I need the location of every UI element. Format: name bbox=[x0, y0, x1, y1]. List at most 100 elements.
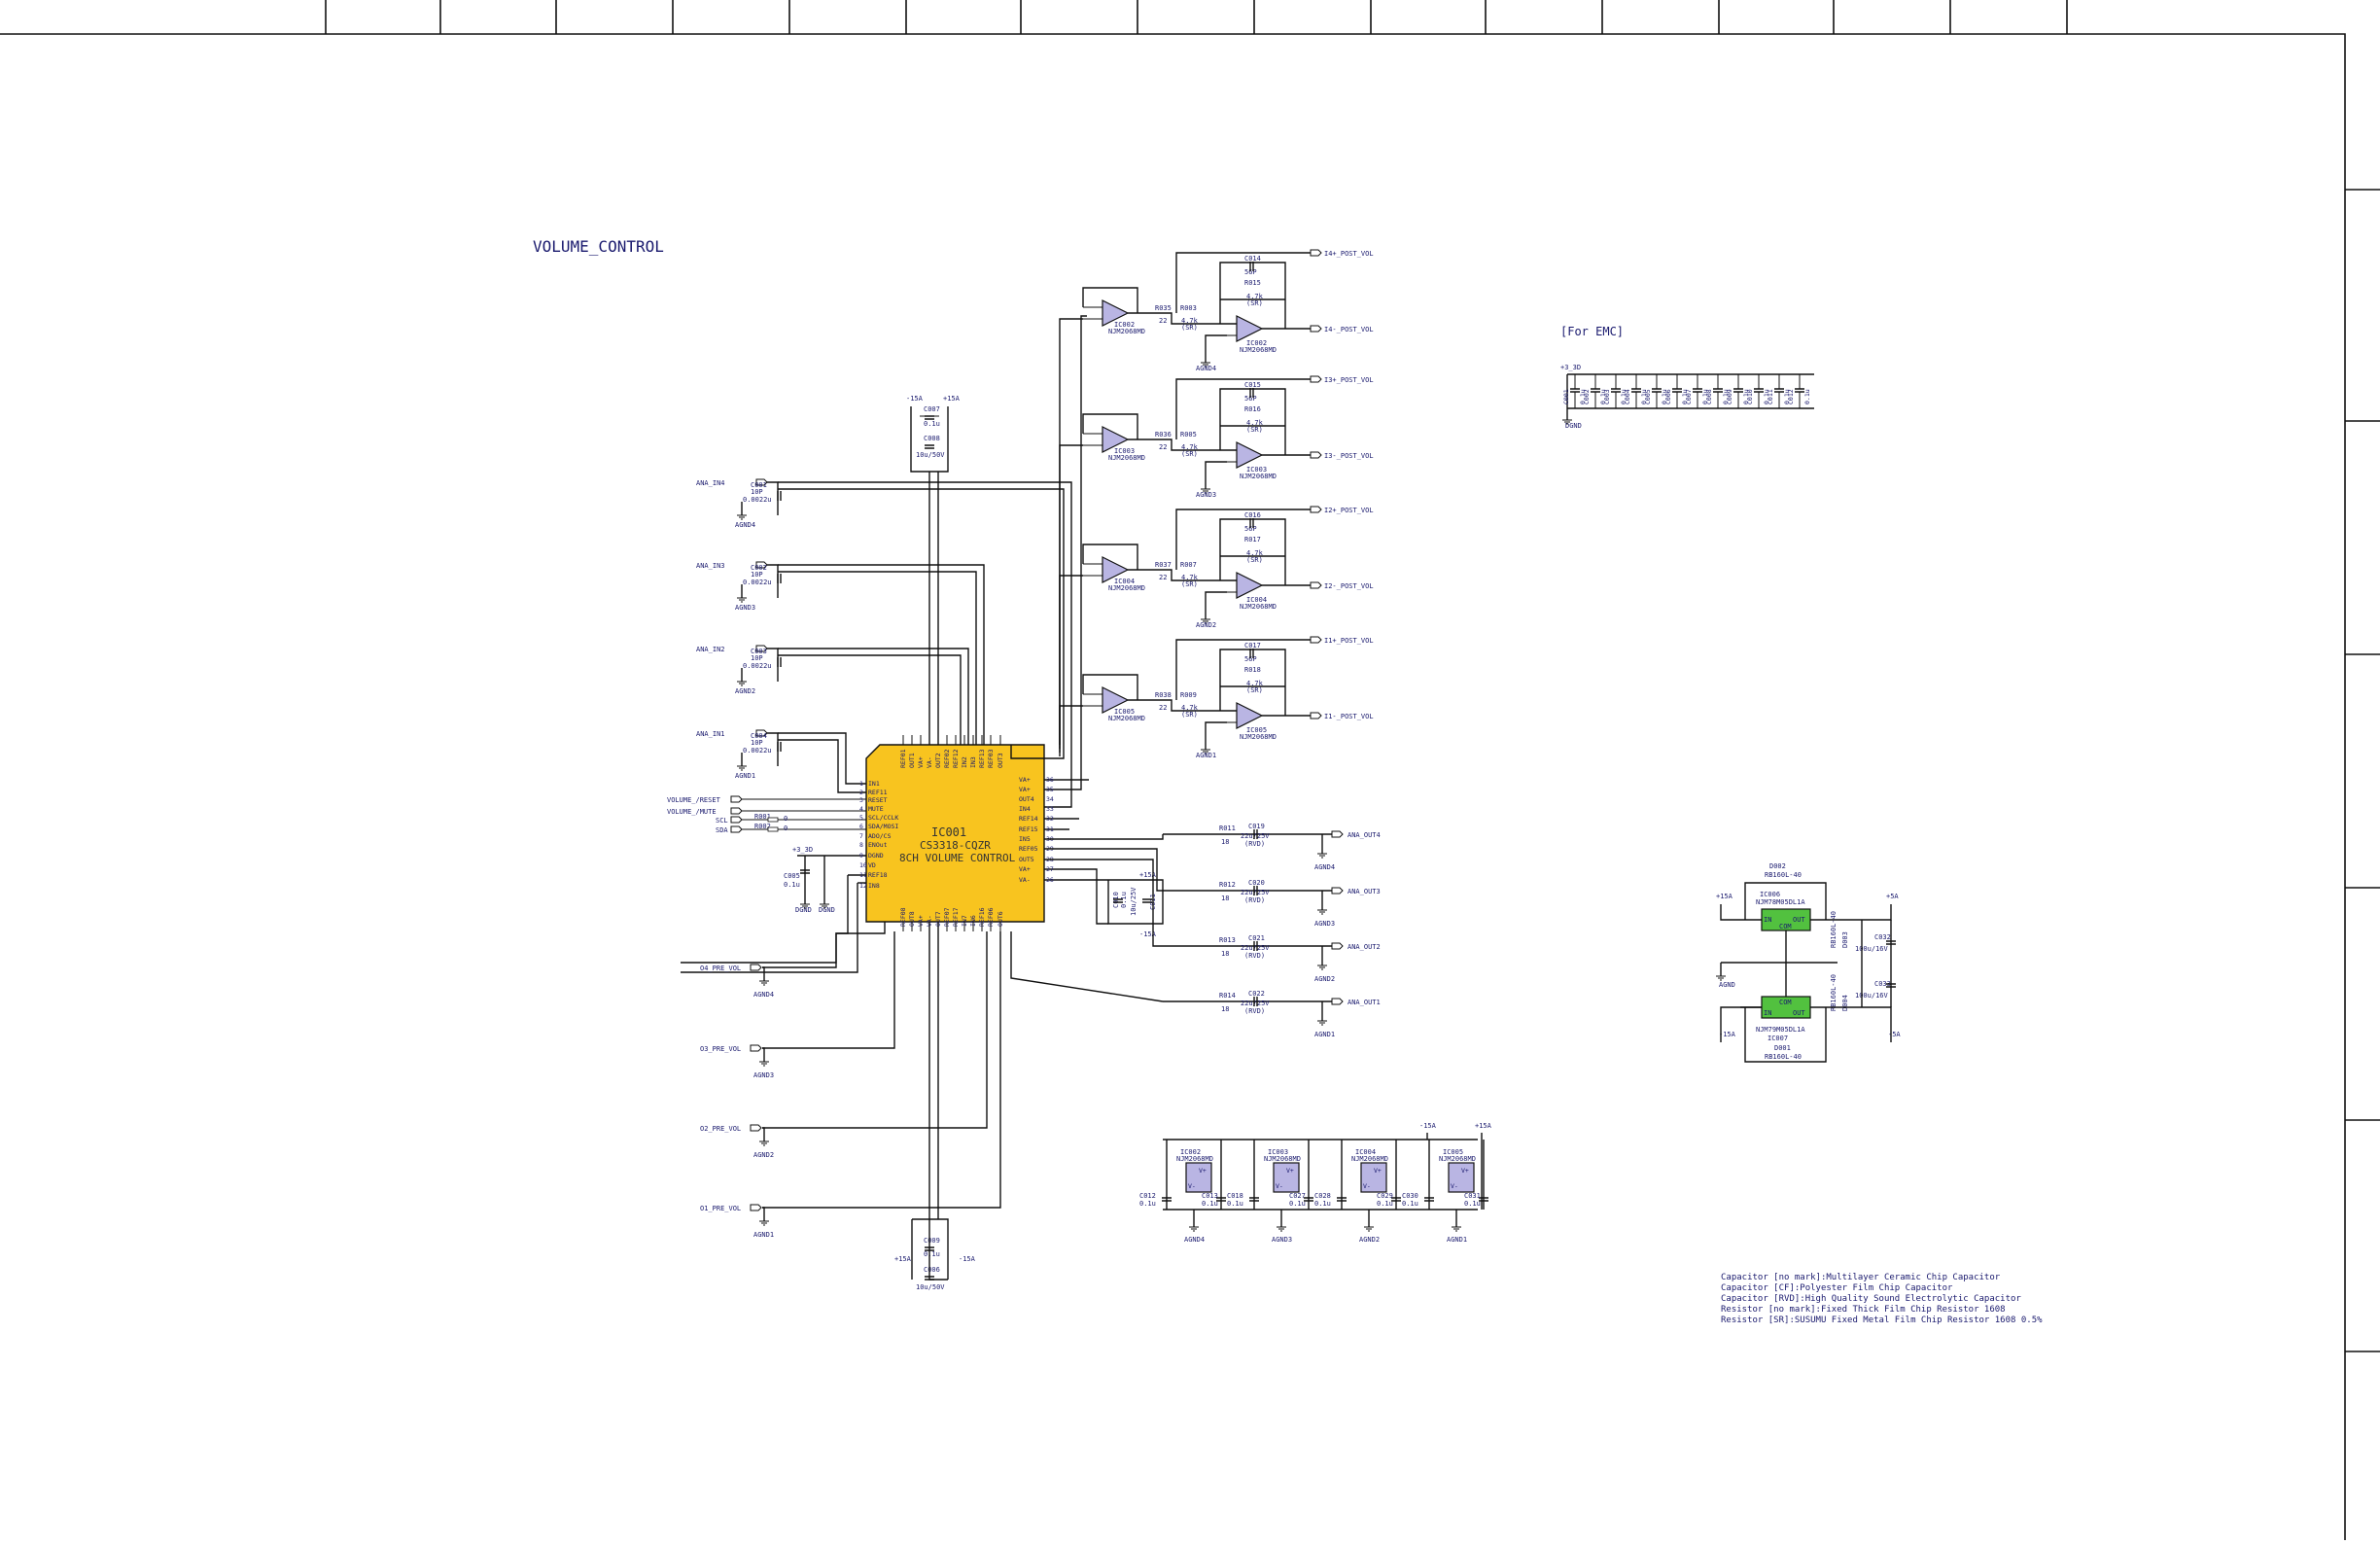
ic007-out: OUT bbox=[1793, 1009, 1805, 1017]
dec-cap-b-val: 0.1u bbox=[1202, 1200, 1218, 1208]
capacitor-symbol bbox=[1249, 518, 1254, 528]
decoupled-opamp[interactable] bbox=[1448, 1162, 1475, 1193]
input-gnd-label: AGND1 bbox=[735, 772, 755, 780]
ana-out-connector[interactable] bbox=[1331, 887, 1344, 895]
post-vol-pos-connector[interactable] bbox=[1310, 506, 1322, 513]
decoupled-opamp[interactable] bbox=[1185, 1162, 1212, 1193]
ground-symbol bbox=[759, 980, 769, 986]
wire bbox=[1044, 868, 1108, 925]
fb-res-tol: (SR) bbox=[1246, 686, 1263, 694]
ic-pin-num-left: 3 bbox=[859, 796, 863, 804]
top-supply-decoupling: -15A +15A C007 0.1u C008 10u/50V bbox=[906, 395, 961, 459]
wire bbox=[762, 931, 988, 1129]
out-cap-type: (RVD) bbox=[1244, 896, 1265, 904]
dec-cap-a-ref: C028 bbox=[1314, 1192, 1331, 1200]
ana-out-connector[interactable] bbox=[1331, 830, 1344, 838]
capacitor-symbol bbox=[925, 444, 934, 449]
capacitor-symbol bbox=[1253, 886, 1258, 895]
top-c1-ref: C007 bbox=[924, 405, 940, 413]
top-pos-supply: +15A bbox=[943, 395, 961, 403]
post-vol-pos-connector[interactable] bbox=[1310, 636, 1322, 644]
decoupled-opamp[interactable] bbox=[1360, 1162, 1387, 1193]
out-cap-val: 22u/25V bbox=[1241, 889, 1270, 896]
dec-cap-a-ref: C012 bbox=[1139, 1192, 1156, 1200]
out-res-ref: R013 bbox=[1219, 936, 1236, 944]
post-vol-pos-connector[interactable] bbox=[1310, 375, 1322, 383]
ic-pin-top: VA- bbox=[926, 756, 933, 768]
ground-symbol bbox=[759, 1140, 769, 1146]
ground-symbol bbox=[1201, 488, 1210, 494]
wire bbox=[778, 732, 866, 785]
out-res-val: 18 bbox=[1221, 1005, 1229, 1013]
emc-cap-ref: C006 bbox=[1664, 389, 1672, 404]
pre-vol-connector[interactable] bbox=[750, 1204, 762, 1211]
input-connector[interactable] bbox=[755, 729, 768, 737]
wire bbox=[778, 739, 866, 793]
post-vol-neg-connector[interactable] bbox=[1310, 325, 1322, 333]
inverting-opamp[interactable] bbox=[1236, 572, 1264, 599]
decoupled-opamp[interactable] bbox=[1273, 1162, 1300, 1193]
control-connector[interactable] bbox=[730, 825, 743, 833]
v-plus-label: V+ bbox=[1374, 1167, 1382, 1175]
main-volume-ic[interactable]: IC001 CS3318-CQZR 8CH VOLUME CONTROL bbox=[865, 744, 1045, 923]
capacitor-symbol bbox=[1142, 898, 1152, 903]
ic-pin-num-left: 8 bbox=[859, 841, 863, 849]
out-cap-ref: C021 bbox=[1248, 934, 1265, 942]
amp-ref: IC005 bbox=[1246, 726, 1267, 734]
inverting-opamp[interactable] bbox=[1236, 702, 1264, 729]
v-minus-label: V- bbox=[1363, 1182, 1371, 1190]
reg-vin-neg: -15A bbox=[1719, 1031, 1736, 1038]
wire bbox=[762, 1047, 765, 1062]
inverting-opamp[interactable] bbox=[1236, 315, 1264, 342]
ic-pin-right: OUT5 bbox=[1019, 856, 1034, 863]
pre-vol-connector[interactable] bbox=[750, 1044, 762, 1052]
ground-symbol bbox=[737, 765, 747, 771]
fb-cap-ref: C015 bbox=[1244, 381, 1261, 389]
input-connector[interactable] bbox=[755, 561, 768, 569]
inverting-opamp[interactable] bbox=[1236, 441, 1264, 469]
amp-part: NJM2068MD bbox=[1240, 733, 1277, 741]
pre-vol-gnd-label: AGND2 bbox=[753, 1151, 774, 1159]
capacitor-symbol bbox=[1249, 649, 1254, 658]
ana-out-connector[interactable] bbox=[1331, 998, 1344, 1005]
amp-part: NJM2068MD bbox=[1240, 346, 1277, 354]
control-resistor-val: 0 bbox=[784, 825, 788, 832]
input-gnd-label: AGND2 bbox=[735, 687, 755, 695]
ground-symbol bbox=[1201, 362, 1210, 368]
control-connector[interactable] bbox=[730, 795, 743, 803]
fb-res-val: 4.7k bbox=[1246, 419, 1264, 427]
pre-vol-connector[interactable] bbox=[750, 1124, 762, 1132]
ground-symbol bbox=[1317, 853, 1327, 859]
input-connector[interactable] bbox=[755, 478, 768, 486]
rin-ref: R035 bbox=[1155, 304, 1172, 312]
wire bbox=[1175, 252, 1311, 313]
ic-pin-left: IN8 bbox=[868, 882, 880, 890]
buffer-opamp[interactable] bbox=[1102, 426, 1130, 453]
out-res-val: 18 bbox=[1221, 950, 1229, 958]
ic-pin-top: REF03 bbox=[987, 749, 995, 768]
buffer-opamp[interactable] bbox=[1102, 556, 1130, 583]
ground-symbol bbox=[759, 1061, 769, 1067]
buffer-opamp[interactable] bbox=[1102, 299, 1130, 327]
post-vol-pos-connector[interactable] bbox=[1310, 249, 1322, 257]
ana-out-connector[interactable] bbox=[1331, 942, 1344, 950]
control-connector[interactable] bbox=[730, 816, 743, 824]
ground-symbol bbox=[1716, 975, 1726, 981]
out-res-val: 18 bbox=[1221, 895, 1229, 902]
ground-symbol bbox=[1189, 1226, 1199, 1232]
control-connector[interactable] bbox=[730, 807, 743, 815]
post-vol-neg-connector[interactable] bbox=[1310, 712, 1322, 719]
input-cap-ref: C002 bbox=[751, 564, 767, 572]
d003-val: RB160L-40 bbox=[1830, 911, 1838, 948]
post-vol-neg-connector[interactable] bbox=[1310, 451, 1322, 459]
ground-symbol bbox=[1452, 1226, 1461, 1232]
input-connector[interactable] bbox=[755, 645, 768, 652]
post-vol-pos-label: I1+_POST_VOL bbox=[1324, 637, 1374, 645]
capacitor-symbol bbox=[800, 869, 810, 874]
opamp-decoupling-block: -15A +15A V+V-IC002NJM2068MDC0120.1uC013… bbox=[1139, 1122, 1492, 1244]
ic-pin-bottom: REF16 bbox=[978, 907, 986, 927]
post-vol-neg-connector[interactable] bbox=[1310, 581, 1322, 589]
pre-vol-connector[interactable] bbox=[750, 964, 762, 971]
d001-val: RB160L-40 bbox=[1765, 1053, 1802, 1061]
buffer-opamp[interactable] bbox=[1102, 686, 1130, 714]
